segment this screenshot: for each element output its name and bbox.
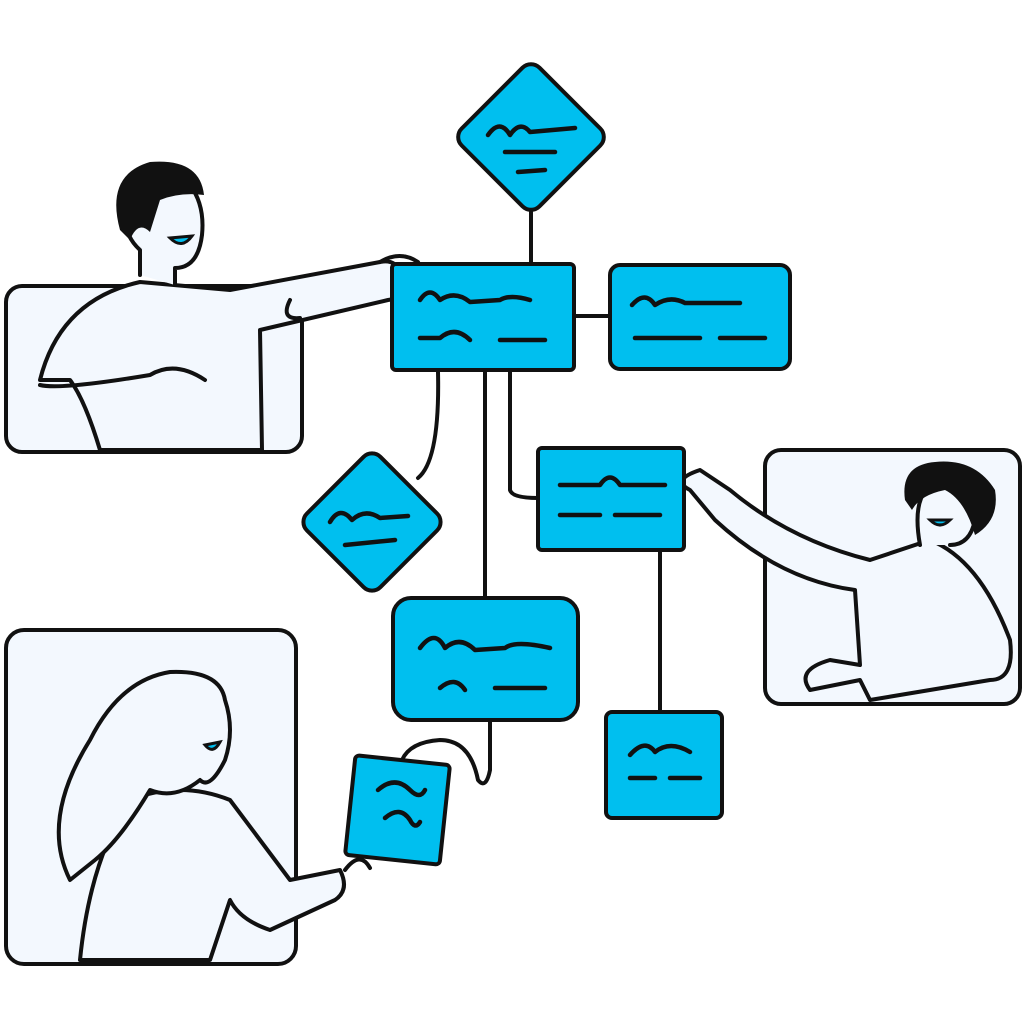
hair xyxy=(116,161,204,240)
node-rect-center-right xyxy=(536,446,686,552)
person-man xyxy=(38,161,420,452)
curly-hair xyxy=(904,461,996,535)
tablet-note xyxy=(343,753,452,867)
node-rect-right xyxy=(608,263,792,371)
node-diamond-top xyxy=(456,62,606,212)
node-rect-main xyxy=(390,262,576,372)
person-curly-hair xyxy=(680,461,1013,702)
node-diamond-left xyxy=(301,451,443,593)
node-rect-center xyxy=(391,596,580,722)
diagram-nodes xyxy=(301,62,792,867)
connectors xyxy=(400,210,662,786)
person-long-hair xyxy=(56,669,372,962)
node-rect-small xyxy=(604,710,724,820)
